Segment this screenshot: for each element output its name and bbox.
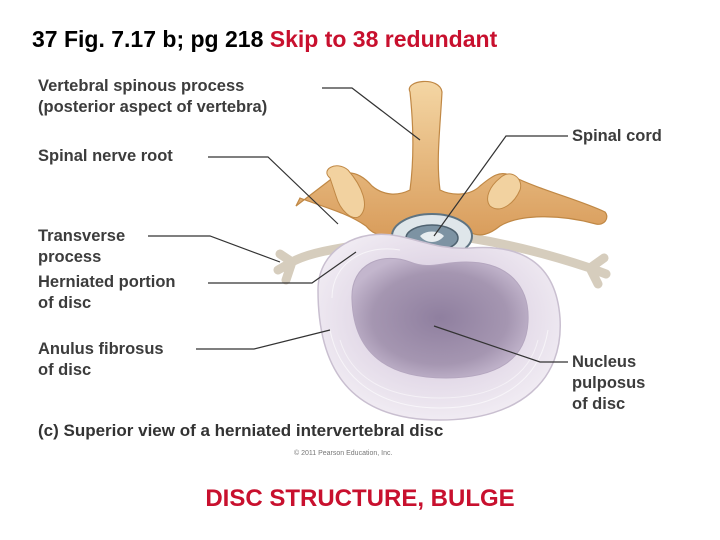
label-line: Nucleus <box>572 353 637 371</box>
leader-lines <box>148 87 568 363</box>
label-line: Anulus fibrosus <box>38 340 164 358</box>
label-nucleus-pulposus: Nucleus pulposus of disc <box>572 352 645 415</box>
slide-title-skip-note: Skip to 38 redundant <box>269 26 498 52</box>
label-line: Spinal cord <box>572 127 662 145</box>
label-line: Transverse <box>38 227 126 245</box>
label-line: of disc <box>38 294 92 312</box>
nucleus-pulposus <box>351 257 529 379</box>
label-line: Herniated portion <box>38 273 176 291</box>
label-spinal-nerve-root: Spinal nerve root <box>38 146 173 167</box>
footer-title: DISC STRUCTURE, BULGE <box>205 485 515 512</box>
figure-caption: (c) Superior view of a herniated interve… <box>38 421 444 440</box>
copyright-credit: © 2011 Pearson Education, Inc. <box>294 450 393 457</box>
leader-spinal-cord <box>433 135 568 237</box>
leader-nucleus-pulposus <box>433 325 568 363</box>
label-transverse-process: Transverse process <box>38 226 125 268</box>
label-line: Spinal nerve root <box>38 147 173 165</box>
spinal-nerve-right <box>465 233 611 289</box>
label-vertebral-spinous-process: Vertebral spinous process (posterior asp… <box>38 76 267 118</box>
leader-spinous-process <box>322 87 421 141</box>
label-line: process <box>38 248 102 266</box>
label-line: (posterior aspect of vertebra) <box>38 98 268 116</box>
label-line: pulposus <box>572 374 646 392</box>
label-line: of disc <box>38 361 92 379</box>
leader-transverse-process <box>148 235 281 263</box>
leader-anulus-fibrosus <box>196 329 331 350</box>
slide-title-reference: 37 Fig. 7.17 b; pg 218 <box>32 26 270 52</box>
vertebral-arch <box>295 80 608 236</box>
label-anulus-fibrosus: Anulus fibrosus of disc <box>38 339 164 381</box>
label-spinal-cord: Spinal cord <box>572 126 662 147</box>
leader-spinal-nerve-root <box>208 156 339 225</box>
label-line: Vertebral spinous process <box>38 77 245 95</box>
leader-herniated-portion <box>208 251 357 284</box>
slide-title: 37 Fig. 7.17 b; pg 218 Skip to 38 redund… <box>32 26 497 53</box>
label-line: of disc <box>572 395 626 413</box>
label-herniated-portion-of-disc: Herniated portion of disc <box>38 272 176 314</box>
